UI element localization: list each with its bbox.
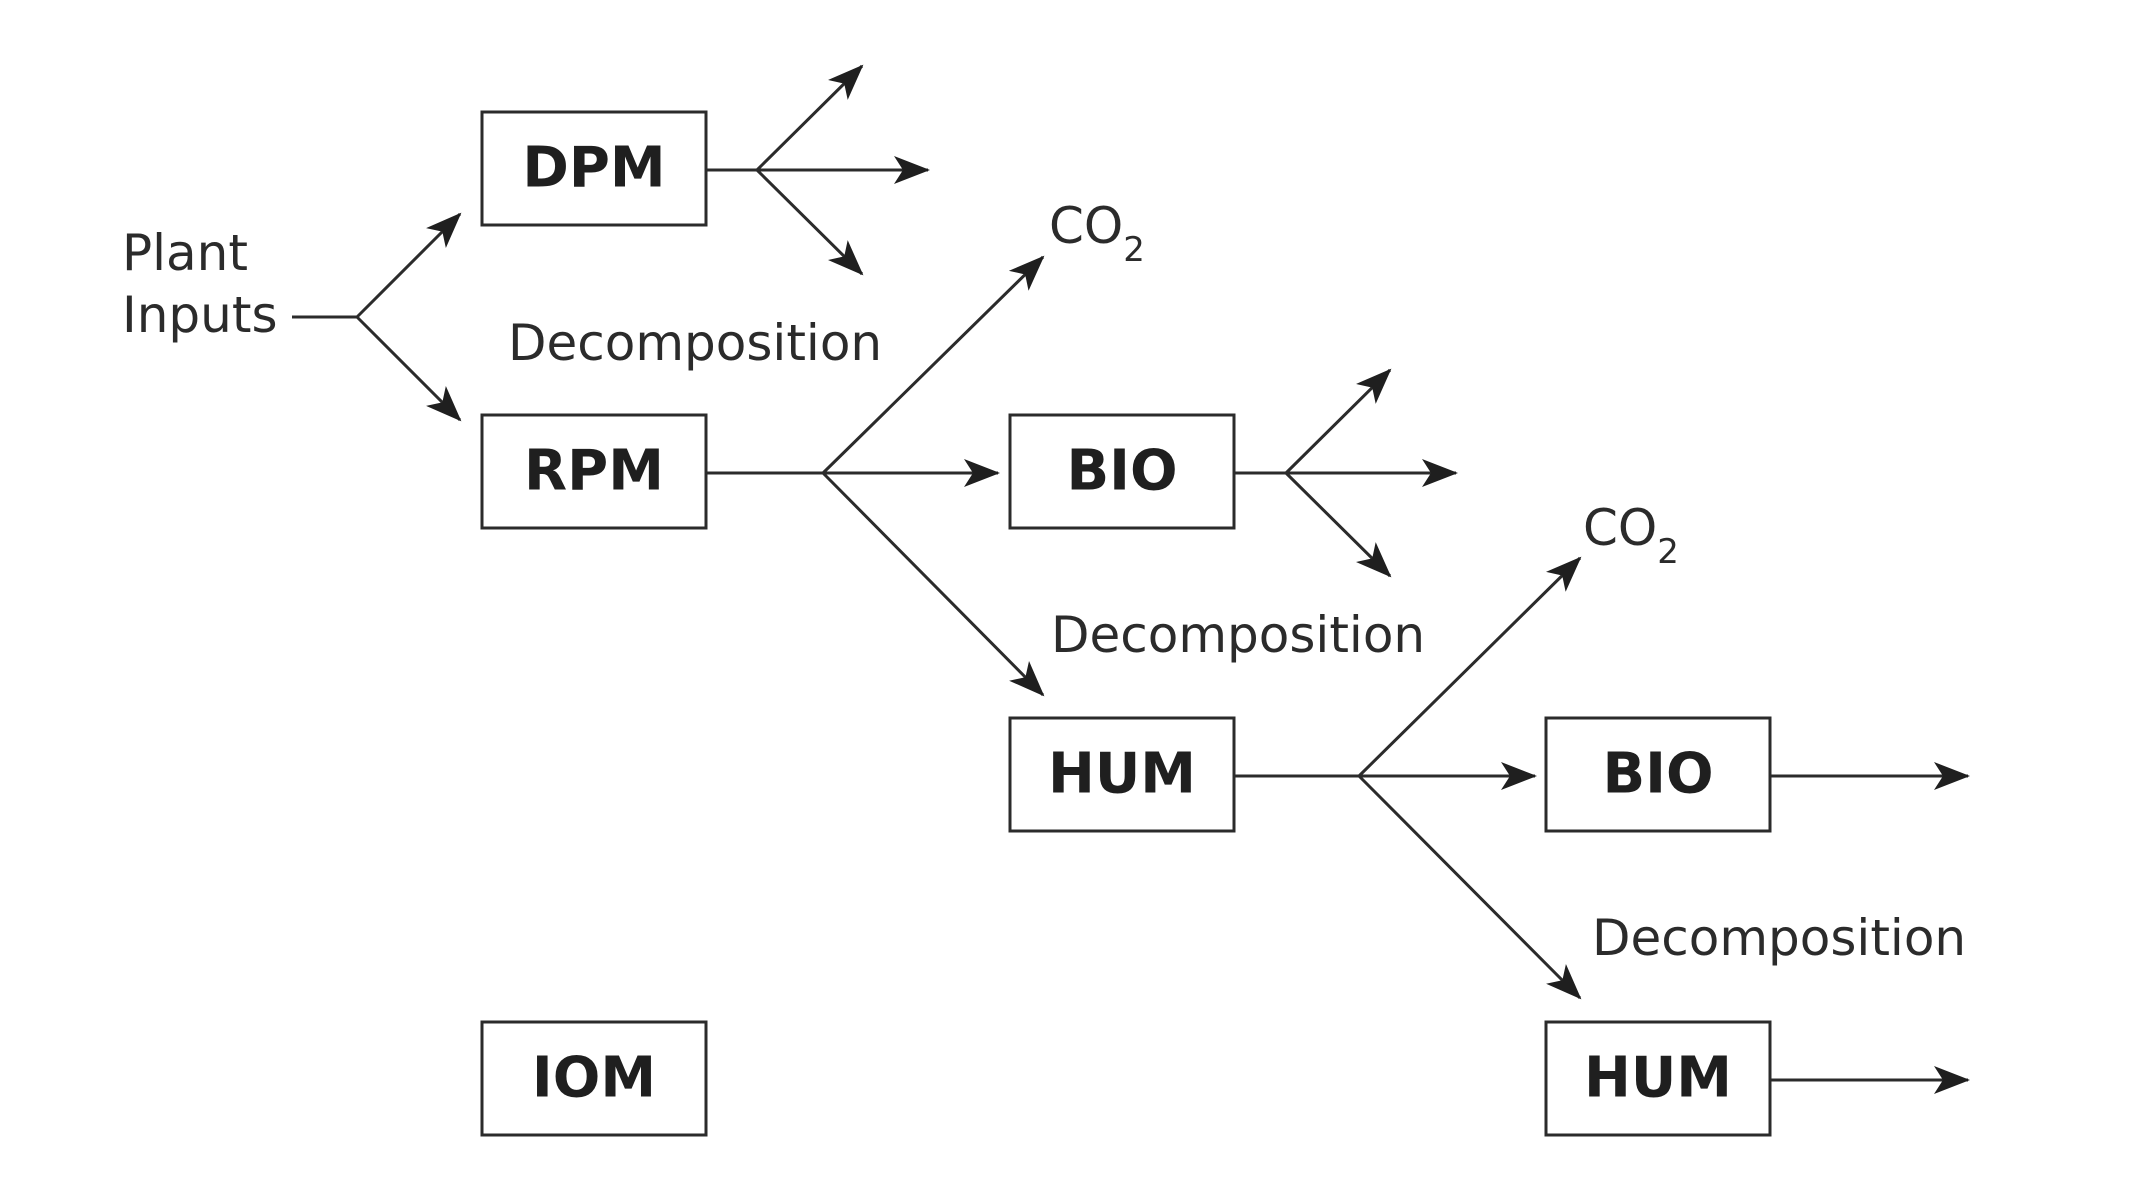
decomposition-label-2: Decomposition <box>1051 606 1425 664</box>
pool-label-hum-1: HUM <box>1048 742 1196 807</box>
plant-inputs-line1: Plant <box>122 224 248 282</box>
plant-inputs-line2: Inputs <box>122 286 278 344</box>
pool-iom: IOM <box>480 1020 708 1137</box>
co2-label-2-main: CO <box>1583 499 1657 557</box>
edge-bio1-up <box>1284 368 1392 475</box>
edge-dpm-up <box>755 64 864 172</box>
edge-bio1-down <box>1284 471 1392 578</box>
edge-plant-to-dpm <box>355 212 462 319</box>
pool-label-bio-1: BIO <box>1066 439 1177 504</box>
co2-label-2: CO2 <box>1583 499 1679 572</box>
edge-rpm-to-hum <box>821 471 1045 697</box>
edge-dpm-down <box>755 168 864 276</box>
decomposition-label-3: Decomposition <box>1592 909 1966 967</box>
pool-dpm: DPM <box>480 110 708 227</box>
decomposition-label-1: Decomposition <box>508 314 882 372</box>
pool-label-iom: IOM <box>532 1046 656 1111</box>
pool-label-rpm: RPM <box>524 439 664 504</box>
pool-label-hum-2: HUM <box>1584 1046 1732 1111</box>
pool-label-bio-2: BIO <box>1602 742 1713 807</box>
flow-edges <box>292 64 1970 1094</box>
edge-hum1-to-co2 <box>1357 556 1582 778</box>
edge-plant-to-rpm <box>355 315 462 422</box>
pool-hum-2: HUM <box>1544 1020 1772 1137</box>
co2-label-1-sub: 2 <box>1123 230 1145 270</box>
pool-bio-1: BIO <box>1008 413 1236 530</box>
pool-label-dpm: DPM <box>522 136 665 201</box>
edge-hum1-to-hum <box>1357 774 1582 1000</box>
plant-inputs-label: Plant Inputs <box>122 224 278 344</box>
pool-bio-2: BIO <box>1544 716 1772 833</box>
pool-rpm: RPM <box>480 413 708 530</box>
pool-hum-1: HUM <box>1008 716 1236 833</box>
co2-label-1: CO2 <box>1049 197 1145 270</box>
co2-label-1-main: CO <box>1049 197 1123 255</box>
co2-label-2-sub: 2 <box>1657 532 1679 572</box>
edge-rpm-to-co2 <box>821 255 1045 475</box>
